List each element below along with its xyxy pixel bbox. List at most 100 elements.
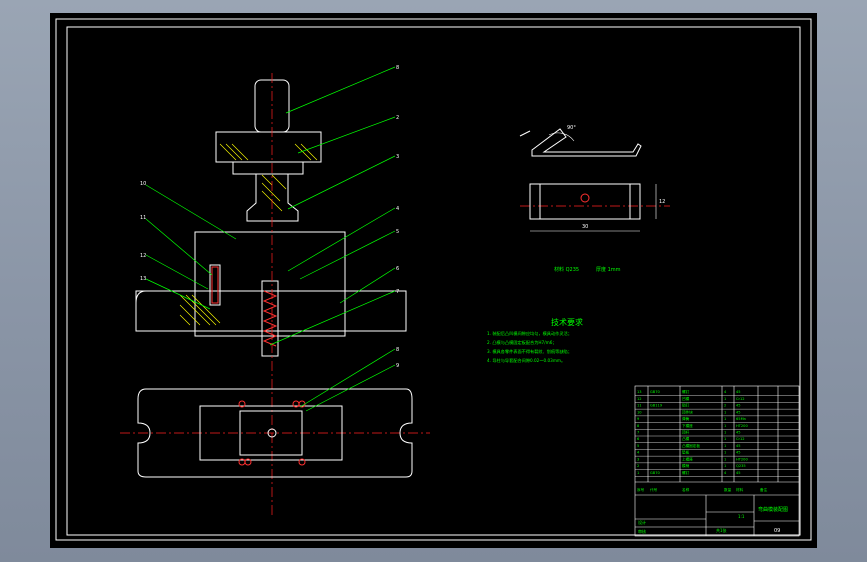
bom-cell: 垫板 [682, 450, 690, 455]
front-view-assembly [135, 79, 407, 357]
bom-cell: GB70 [650, 471, 661, 475]
bom-cell: 1 [724, 417, 726, 421]
bom-cell: 1 [724, 431, 726, 435]
bom-cell: 1 [637, 471, 639, 475]
length-dimension: 30 [582, 224, 588, 230]
bom-cell: 凸模 [682, 436, 690, 441]
part-number: 10 [140, 181, 146, 187]
sheet-outer-border [55, 18, 812, 541]
designer-label: 设计 [638, 519, 646, 525]
part-number: 11 [140, 215, 146, 221]
part-number: 8 [396, 65, 399, 71]
tech-item: 1. 装配后凸凹模间隙应均匀，模具动作灵活； [487, 330, 572, 337]
part-number: 9 [396, 363, 399, 369]
bom-cell: 45 [736, 444, 741, 448]
part-number: 4 [396, 206, 399, 212]
sheet-inner-border [66, 26, 801, 536]
part-number: 2 [396, 115, 399, 121]
checker-label: 审核 [638, 528, 646, 534]
bom-cell: 10 [637, 410, 642, 414]
plan-center-hole [267, 428, 277, 438]
bom-header-cell: 名称 [682, 487, 690, 492]
bom-cell: 2 [637, 464, 639, 468]
bom-cell: 6 [637, 437, 640, 441]
bom-cell: 1 [724, 451, 726, 455]
bom-cell: 销钉 [682, 403, 690, 408]
bom-cell: 12 [637, 397, 642, 401]
plan-lower-holder [137, 388, 413, 478]
plan-red-bolts [238, 400, 306, 466]
bom-cell: 上模座 [682, 456, 693, 461]
center-lines [120, 73, 670, 515]
bom-cell: 顶杆 [682, 430, 690, 435]
title-block-text: 弯曲模装配图 1:1 共1张 设计 审核 [638, 506, 788, 534]
bom-cell: 1 [724, 457, 726, 461]
bom-cell: GB70 [650, 390, 661, 394]
bom-cell: Q235 [736, 464, 746, 468]
bom-cell: 5 [637, 444, 639, 448]
bom-cell: 9 [637, 417, 640, 421]
bom-cell: 4 [724, 471, 727, 475]
bom-cell: 4 [724, 390, 727, 394]
bom-cell: Cr12 [736, 397, 745, 401]
bom-header-cell: 代号 [650, 487, 658, 492]
height-dimension: 12 [659, 199, 665, 205]
bom-cell: GB119 [650, 404, 663, 408]
plan-insert [239, 410, 303, 456]
screw-left [209, 264, 221, 306]
bom-cell: 螺钉 [682, 389, 690, 394]
bom-header-cell: 数量 [724, 487, 732, 492]
bom-cell: 1 [724, 444, 726, 448]
part-number: 3 [396, 154, 399, 160]
dimension-texts: 90° 30 12 [567, 125, 665, 230]
part-number: 8 [396, 347, 399, 353]
bom-cell: HT200 [736, 457, 748, 461]
lower-holder [135, 290, 407, 332]
part-number-labels: 8 2 3 4 5 6 7 8 9 10 11 12 13 [140, 65, 399, 369]
bom-cell: 45 [736, 471, 741, 475]
bom-cell: 3 [637, 457, 639, 461]
bom-cell: 1 [724, 424, 726, 428]
bom-cell: 模柄 [682, 463, 690, 468]
scale-value: 1:1 [738, 514, 745, 519]
part-number: 6 [396, 266, 399, 272]
bom-header-cell: 序号 [637, 487, 645, 492]
bom-cell: 顶件块 [682, 409, 693, 414]
material-line: 材料 Q235 厚度 1mm [554, 266, 621, 273]
bom-cell: 1 [724, 437, 726, 441]
bom-cell: 7 [637, 431, 639, 435]
bom-cell: 8 [637, 424, 640, 428]
bom-header-cell: 备注 [760, 487, 768, 492]
part-detail-side [519, 128, 642, 157]
drawing-sheet: 8 2 3 4 5 6 7 8 9 10 11 12 13 90° 30 12 … [55, 18, 812, 541]
bom-cell: 45 [736, 390, 741, 394]
section-hatching [179, 143, 318, 326]
cad-viewport[interactable]: 8 2 3 4 5 6 7 8 9 10 11 12 13 90° 30 12 … [50, 13, 817, 548]
plan-die [199, 405, 343, 461]
bom-cell: 弹簧 [682, 416, 690, 421]
bom-cell: 螺钉 [682, 470, 690, 475]
bom-cell: 1 [724, 464, 726, 468]
upper-holder [215, 131, 322, 163]
part-detail-plan [529, 183, 641, 220]
tech-title: 技术要求 [551, 317, 583, 327]
part-number: 13 [140, 276, 146, 282]
drawing-title: 弯曲模装配图 [758, 506, 788, 513]
thickness-text: 厚度 1mm [596, 266, 621, 273]
tech-item: 4. 导柱与导套配合间隙0.02～0.03mm。 [487, 357, 565, 364]
bom-cell: 凸模固定板 [682, 443, 700, 448]
bom-cell: 65Mn [736, 417, 746, 421]
angle-dimension: 90° [567, 125, 576, 131]
plan-view [137, 388, 413, 478]
drawing-number: 09 [774, 528, 780, 534]
part-number: 5 [396, 229, 399, 235]
material-text: 材料 Q235 [554, 266, 579, 273]
bom-cell: 下模座 [682, 423, 693, 428]
bom-cell: 凹模 [682, 396, 690, 401]
tech-requirements: 技术要求 1. 装配后凸凹模间隙应均匀，模具动作灵活； 2. 凸模与凸模固定板配… [487, 317, 583, 364]
bom-cell: 1 [724, 397, 726, 401]
part-number: 7 [396, 289, 399, 295]
dimension-lines [530, 132, 657, 232]
bom-cell: 13 [637, 390, 642, 394]
